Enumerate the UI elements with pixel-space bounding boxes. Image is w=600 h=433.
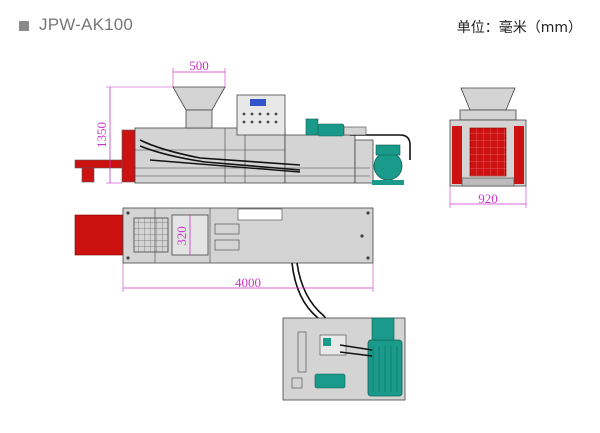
end-view [449,87,527,187]
dim-500-label: 500 [189,58,209,73]
dimension-hopper-width: 500 [172,58,226,87]
dim-920-label: 920 [478,191,498,206]
side-view [74,86,411,185]
dimension-end-width: 920 [449,186,527,208]
unit-label: 单位：毫米（mm） [456,20,582,36]
dim-4000-label: 4000 [235,275,261,290]
hydraulic-unit [282,317,406,401]
header: JPW-AK100 单位：毫米（mm） [0,0,600,40]
dimension-chamber-width: 320 [174,215,191,255]
square-bullet-icon [19,21,29,31]
dim-320-label: 320 [174,226,189,246]
dimension-length: 4000 [122,263,374,292]
dim-1350-label: 1350 [94,122,109,148]
top-view [74,207,374,336]
dimension-height: 1350 [94,86,173,184]
model-name: JPW-AK100 [39,15,134,34]
